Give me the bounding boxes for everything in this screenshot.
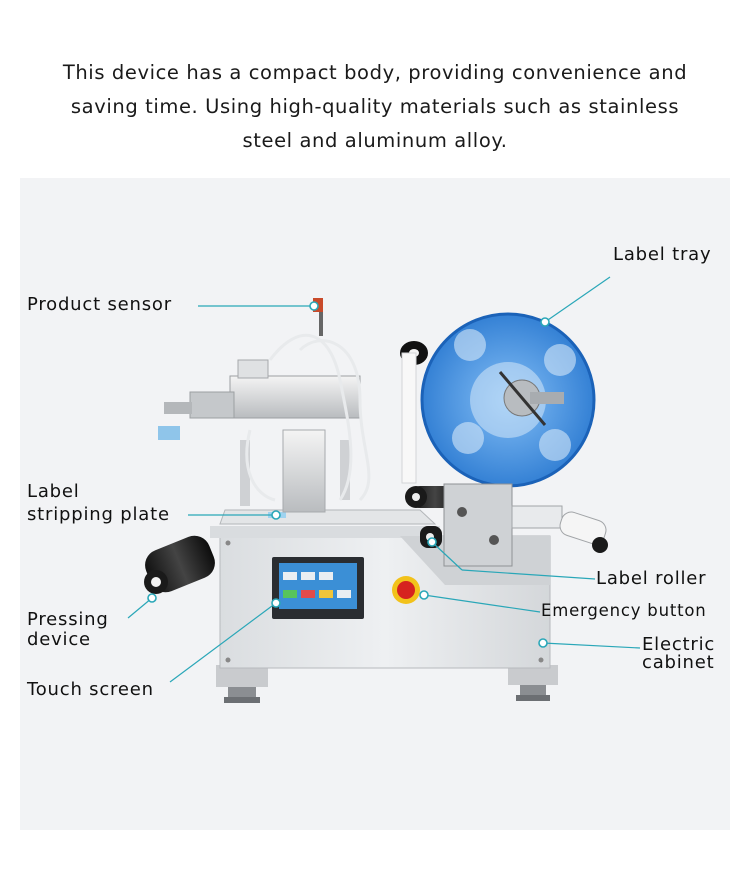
callout-stripping-plate-line1: Label [27,481,80,502]
stripping-plate-device [219,509,437,525]
cylinder-assembly [158,359,361,440]
product-photo-panel [20,178,730,830]
callout-stripping-plate-line2: stripping plate [27,504,170,525]
label-tray-disc [420,312,596,488]
air-tubes [245,333,371,502]
guide-rollers [400,341,428,484]
intro-line-3: steel and aluminum alloy. [242,129,508,152]
callout-lines [127,276,641,683]
emergency-stop-device [392,576,420,604]
callout-pressing-device-line2: device [27,629,91,650]
pressing-device-roller [144,535,215,594]
callout-electric-cabinet-line2: cabinet [642,652,715,673]
callout-emergency-button: Emergency button [541,601,707,620]
callout-label-roller: Label roller [596,568,707,589]
callout-pressing-device-line1: Pressing [27,609,109,630]
intro-text: This device has a compact body, providin… [0,56,750,158]
callout-dots [147,301,550,648]
callout-electric-cabinet-line1: Electric [642,634,716,655]
callout-product-sensor: Product sensor [27,294,172,315]
callout-label-tray: Label tray [613,244,712,265]
touch-screen-device [272,557,364,619]
intro-line-1: This device has a compact body, providin… [62,61,688,84]
intro-line-2: saving time. Using high-quality material… [70,95,680,118]
callout-touch-screen: Touch screen [27,679,154,700]
label-roller-device [405,483,608,567]
support-column [240,429,350,513]
machine-feet [216,665,558,703]
